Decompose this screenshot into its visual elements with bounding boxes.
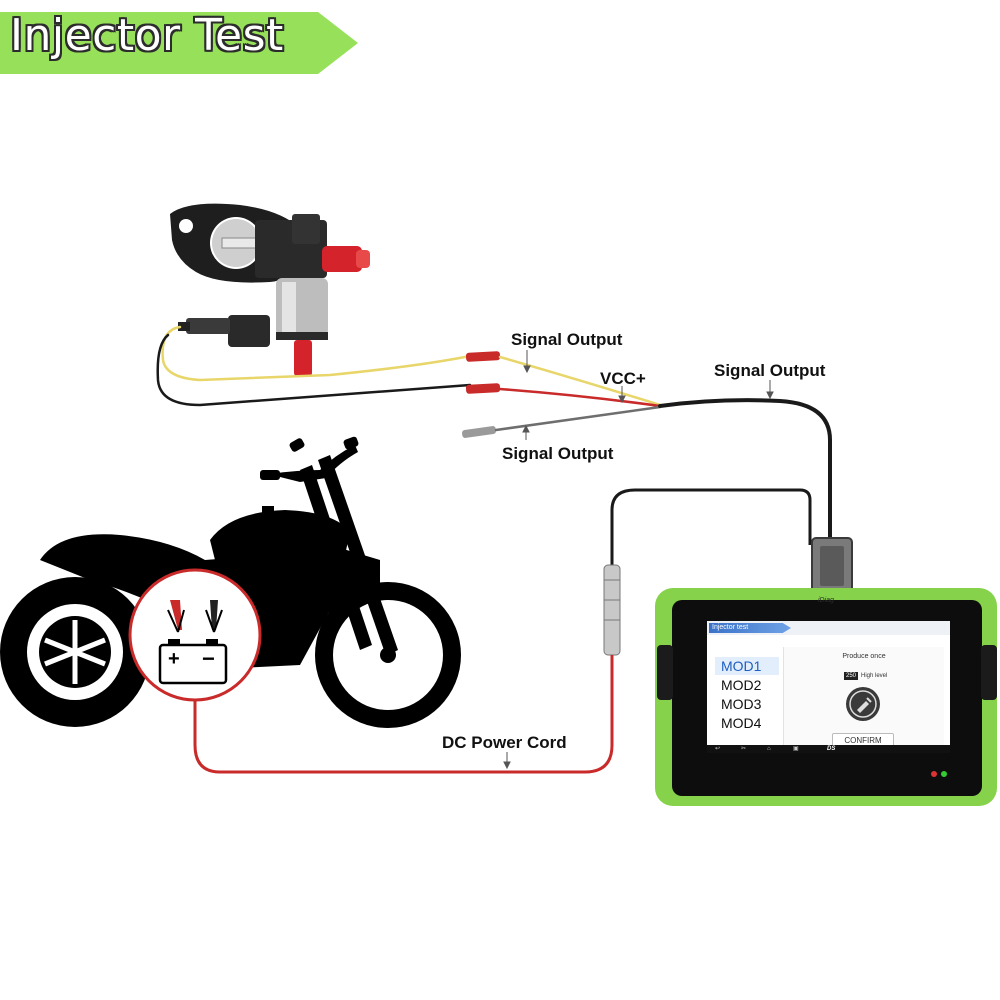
injector-icon[interactable] bbox=[846, 687, 880, 721]
recent-apps-icon[interactable]: ▣ bbox=[793, 746, 799, 752]
tablet-cables bbox=[193, 488, 853, 774]
title-banner bbox=[0, 12, 358, 74]
tablet-screen: Injector test MOD1 MOD2 MOD3 MOD4 Produc… bbox=[707, 621, 950, 753]
ds-logo: DS bbox=[827, 746, 836, 752]
tab-injector-test[interactable] bbox=[709, 623, 791, 633]
mode-item-1[interactable]: MOD1 bbox=[721, 658, 762, 674]
mode-selection-highlight bbox=[715, 657, 779, 675]
tools-icon[interactable]: ✂ bbox=[741, 746, 747, 752]
screen-header: Injector test bbox=[707, 621, 950, 635]
label-arrows bbox=[503, 350, 774, 770]
device-brand: iDiag bbox=[818, 597, 834, 604]
page-title: Injector Test bbox=[10, 10, 284, 61]
level-label: High level bbox=[861, 673, 888, 679]
throttle-injector-assembly bbox=[170, 203, 370, 376]
label-dc-power-cord: DC Power Cord bbox=[442, 733, 567, 752]
nav-bar: ↩ ✂ ⌂ ▣ DS bbox=[707, 745, 950, 753]
battery-minus-sign: − bbox=[202, 646, 215, 671]
injector-wires bbox=[156, 325, 832, 542]
label-signal-output-right: Signal Output bbox=[714, 361, 826, 380]
back-icon[interactable]: ↩ bbox=[715, 746, 721, 752]
label-vcc: VCC+ bbox=[600, 369, 646, 388]
mode-item-2[interactable]: MOD2 bbox=[721, 677, 762, 693]
produce-label: Produce once bbox=[842, 653, 886, 660]
home-icon[interactable]: ⌂ bbox=[767, 746, 771, 752]
mode-detail-panel: Produce once 250 High level CONFIRM bbox=[783, 647, 944, 751]
battery-callout bbox=[128, 568, 262, 702]
level-value[interactable]: 250 bbox=[844, 672, 859, 680]
rear-wheel-spokes bbox=[44, 620, 106, 684]
tab-injector-test-label: Injector test bbox=[712, 624, 749, 631]
mode-item-4[interactable]: MOD4 bbox=[721, 715, 762, 731]
mode-item-3[interactable]: MOD3 bbox=[721, 696, 762, 712]
label-signal-output-bottom: Signal Output bbox=[502, 444, 614, 463]
label-signal-output-top: Signal Output bbox=[511, 330, 623, 349]
battery-plus-sign: + bbox=[168, 648, 180, 670]
